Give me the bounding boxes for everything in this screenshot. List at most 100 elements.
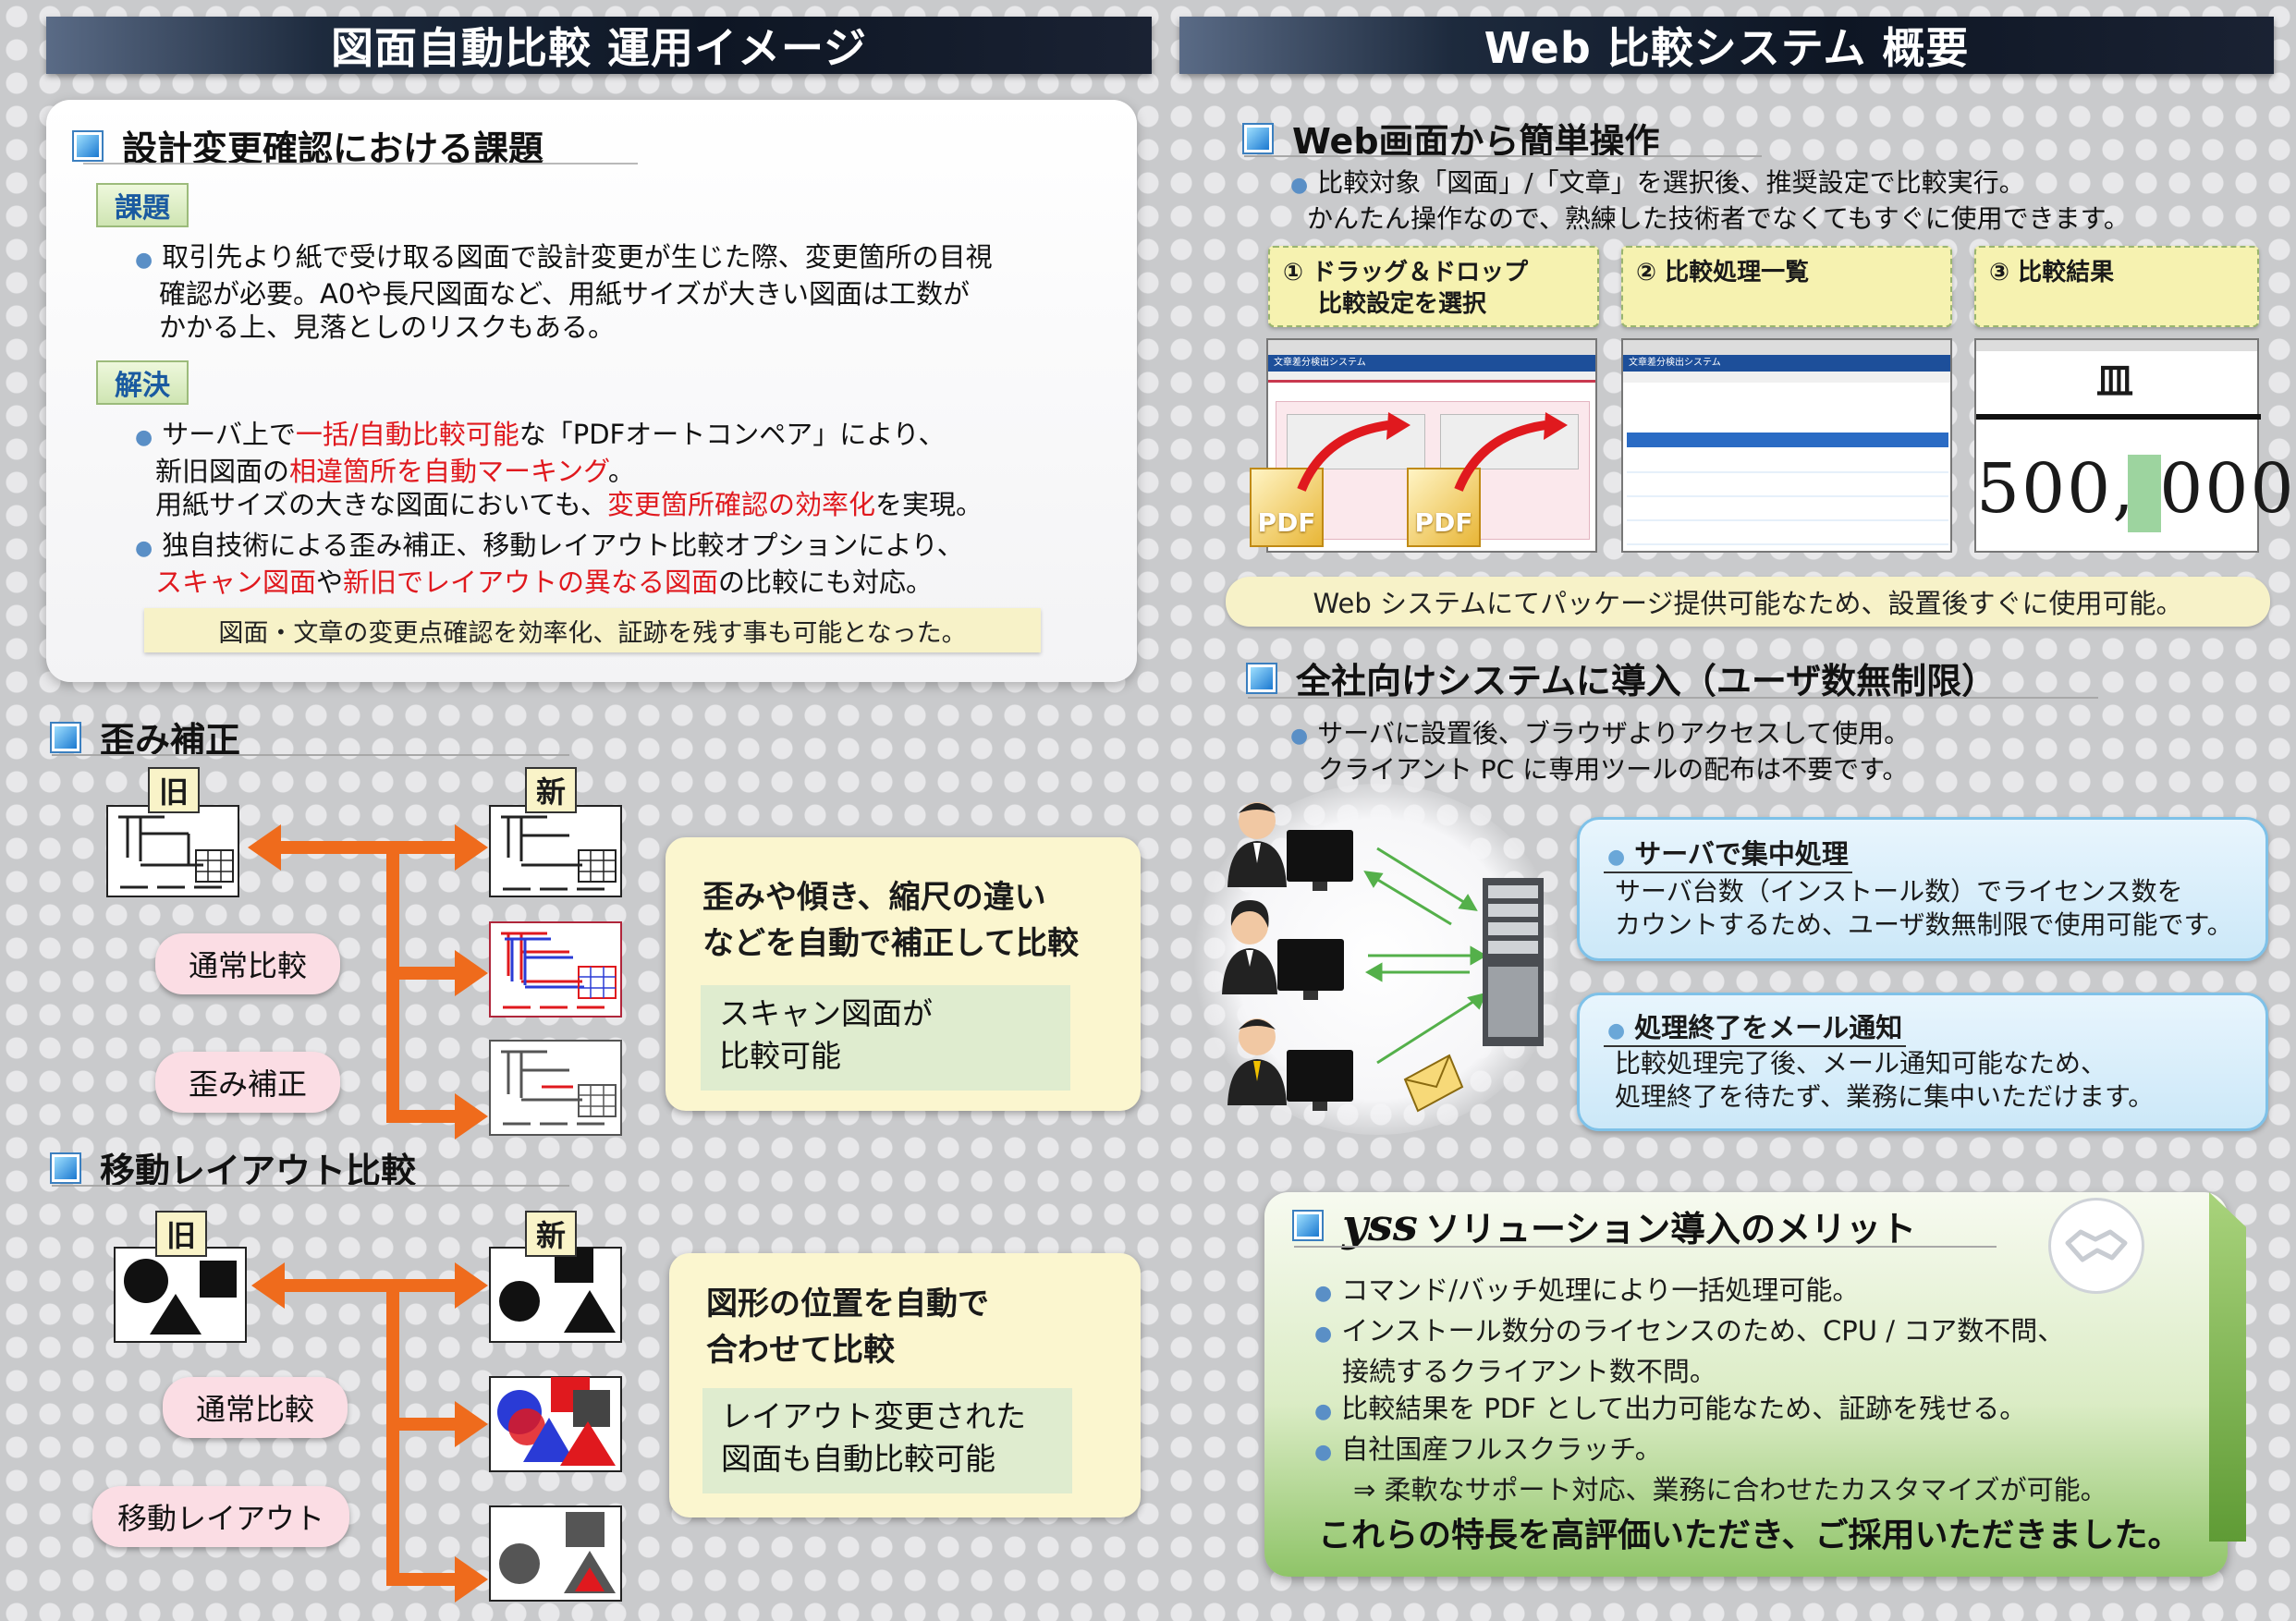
kadai-tag: 課題 — [96, 183, 189, 227]
section-marker-icon — [52, 723, 79, 751]
merit-title-text: ソリューション導入のメリット — [1424, 1208, 1917, 1249]
step-2: ② 比較処理一覧 — [1621, 246, 1952, 327]
screenshot-result: 皿 500, 000 — [1974, 338, 2294, 553]
web-ops-title: Web画面から簡単操作 — [1244, 113, 1660, 164]
sol-g: 用紙サイズの大きな図面においても、 — [155, 489, 607, 520]
result-rule — [1976, 414, 2261, 420]
server-card-line-2: カウントするため、ユーザ数無制限で使用可能です。 — [1615, 909, 2233, 940]
bullet-icon: ● — [1314, 1400, 1333, 1423]
result-glyph: 皿 — [2096, 360, 2133, 403]
company-desc: ● サーバに設置後、ブラウザよりアクセスして使用。 クライアント PC に専用ツー… — [1290, 717, 1910, 786]
sol-a: サーバ上で — [162, 419, 296, 450]
layout-diagram — [114, 1247, 622, 1603]
server-card-body: サーバ台数（インストール数）でライセンス数を カウントするため、ユーザ数無制限で… — [1615, 875, 2233, 942]
bullet-icon: ● — [135, 537, 153, 560]
normal-compare-result-icon — [489, 921, 622, 1018]
distortion-title-text: 歪み補正 — [100, 720, 241, 761]
distortion-info-box: 歪みや傾き、縮尺の違い などを自動で補正して比較 スキャン図面が 比較可能 — [666, 837, 1141, 1111]
distortion-inner-line-1: スキャン図面が — [719, 995, 933, 1031]
bullet-icon: ● — [1607, 1019, 1626, 1042]
drag-arrow-icon — [1297, 412, 1568, 492]
step-1-line-2: 比較設定を選択 — [1318, 290, 1487, 318]
mail-card-line-1: 比較処理完了後、メール通知可能なため、 — [1615, 1048, 2107, 1079]
sol-c: な「PDFオートコンペア」により、 — [519, 419, 946, 450]
orange-arrows-icon — [251, 1262, 488, 1603]
server-card-title-text: サーバで集中処理 — [1634, 838, 1849, 870]
orange-arrows-icon — [248, 824, 488, 1140]
web-ops-title-text: Web画面から簡単操作 — [1292, 121, 1660, 162]
right-header: Web 比較システム 概要 — [1179, 17, 2274, 74]
sol-l: や — [316, 567, 344, 598]
sol-f: 。 — [607, 456, 635, 487]
user-icon — [1222, 900, 1277, 994]
merit-item-text: 自社国産フルスクラッチ。 — [1341, 1433, 1662, 1465]
handshake-glyph-icon — [2065, 1229, 2128, 1262]
old-label: 旧 — [155, 1211, 207, 1257]
merit-item-text: 比較結果を PDF として出力可能なため、証跡を残せる。 — [1341, 1393, 2027, 1424]
distortion-diagram — [106, 805, 622, 1140]
issues-summary: 図面・文章の変更点確認を効率化、証跡を残す事も可能となった。 — [144, 608, 1041, 652]
web-ops-desc-1: 比較対象「図面」/「文章」を選択後、推奨設定で比較実行。 — [1317, 167, 2025, 198]
merit-item-text: インストール数分のライセンスのため、CPU / コア数不問、 — [1341, 1315, 2065, 1347]
bullet-icon: ● — [1290, 725, 1309, 748]
company-desc-2: クライアント PC に専用ツールの配布は不要です。 — [1318, 754, 1909, 785]
kadai-text: ●取引先より紙で受け取る図面で設計変更が生じた際、変更箇所の目視 確認が必要。A… — [135, 240, 1115, 344]
solution-text: ●サーバ上で一括/自動比較可能な「PDFオートコンペア」により、 新旧図面の相違… — [135, 418, 1124, 599]
distortion-info-text: 歪みや傾き、縮尺の違い などを自動で補正して比較 — [702, 874, 1079, 967]
step-1: ① ドラッグ＆ドロップ 比較設定を選択 — [1268, 246, 1599, 327]
issues-card — [46, 100, 1137, 682]
pdf-file-icon: PDF — [1407, 468, 1481, 547]
kadai-line-2: 確認が必要。A0や長尺図面など、用紙サイズが大きい図面は工数が — [159, 278, 970, 310]
merit-title: yss ソリューション導入のメリット — [1294, 1200, 1916, 1251]
section-marker-icon — [1248, 664, 1276, 692]
server-card: ● サーバで集中処理 サーバ台数（インストール数）でライセンス数を カウントするた… — [1577, 817, 2268, 961]
tab-strip — [1268, 372, 1595, 383]
merit-item: ⇒ 柔軟なサポート対応、業務に合わせたカスタマイズが可能。 — [1353, 1474, 2107, 1505]
step-3: ③ 比較結果 — [1974, 246, 2259, 327]
monitor-icon — [1277, 939, 1344, 1000]
layout-inner: レイアウト変更された 図面も自動比較可能 — [702, 1388, 1072, 1493]
divider — [83, 163, 638, 165]
layout-inner-line-1: レイアウト変更された — [721, 1398, 1026, 1434]
app-title-bar: 文章差分検出システム — [1268, 355, 1595, 372]
company-desc-1: サーバに設置後、ブラウザよりアクセスして使用。 — [1317, 718, 1911, 749]
new-layout-icon — [489, 1247, 622, 1343]
sol-b: 一括/自動比較可能 — [295, 419, 519, 450]
distortion-corrected-result-icon — [489, 1040, 622, 1136]
merit-item: 接続するクライアント数不問。 — [1342, 1356, 1716, 1387]
mail-card-title-text: 処理終了をメール通知 — [1634, 1012, 1903, 1043]
distortion-info-line-2: などを自動で補正して比較 — [702, 925, 1079, 962]
server-icon — [1483, 878, 1544, 1046]
bullet-icon: ● — [1314, 1441, 1333, 1464]
sol-k: スキャン図面 — [155, 567, 317, 598]
divider — [1244, 155, 1762, 157]
layout-title: 移動レイアウト比較 — [52, 1142, 416, 1193]
bullet-icon: ● — [1314, 1282, 1333, 1305]
distortion-title: 歪み補正 — [52, 712, 240, 762]
merit-list: ●コマンド/バッチ処理により一括処理可能。 ● インストール数分のライセンスのため… — [1314, 1272, 2107, 1508]
user-icon — [1227, 802, 1287, 887]
new-label: 新 — [525, 767, 577, 813]
pdf-file-icon: PDF — [1250, 468, 1324, 547]
sol-h: 変更箇所確認の効率化 — [606, 489, 875, 520]
bullet-icon: ● — [1607, 846, 1626, 869]
mail-card-title: ● 処理終了をメール通知 — [1604, 1006, 1907, 1047]
layout-info-text: 図形の位置を自動で 合わせて比較 — [706, 1281, 989, 1373]
divider — [52, 754, 569, 756]
old-layout-icon — [114, 1247, 247, 1343]
diff-highlight — [2128, 455, 2161, 532]
mail-card: ● 処理終了をメール通知 比較処理完了後、メール通知可能なため、 処理終了を待たず… — [1577, 993, 2268, 1131]
issues-title: 設計変更確認における課題 — [74, 120, 543, 171]
merit-item: ●コマンド/バッチ処理により一括処理可能。 — [1314, 1272, 2107, 1312]
mail-card-body: 比較処理完了後、メール通知可能なため、 処理終了を待たず、業務に集中いただけます… — [1615, 1047, 2154, 1114]
browser-bar — [1976, 340, 2257, 351]
screenshot-list: 文章差分検出システム — [1621, 338, 1952, 553]
kaiketsu-tag: 解決 — [96, 360, 189, 405]
company-title: 全社向けシステムに導入（ユーザ数無制限） — [1248, 652, 1997, 703]
sol-i: を実現。 — [874, 489, 983, 520]
section-marker-icon — [1294, 1212, 1322, 1239]
section-marker-icon — [1244, 124, 1272, 152]
layout-info-box: 図形の位置を自動で 合わせて比較 レイアウト変更された 図面も自動比較可能 — [669, 1253, 1141, 1517]
layout-inner-line-2: 図面も自動比較可能 — [721, 1441, 995, 1477]
bullet-icon: ● — [135, 249, 153, 272]
